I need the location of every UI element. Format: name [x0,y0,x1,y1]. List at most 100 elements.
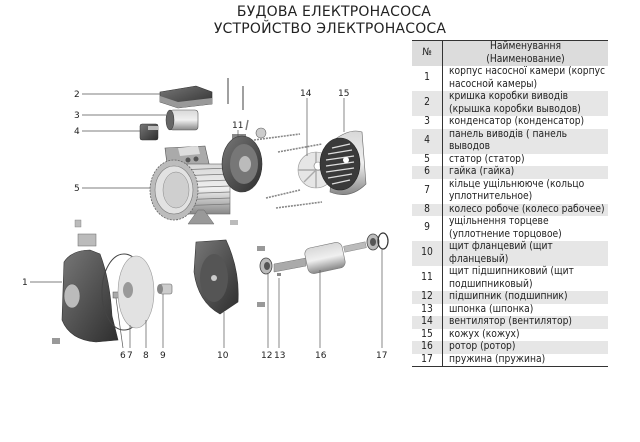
part-number-cell: 1 [412,66,443,91]
mechanical-seal-part [157,283,173,295]
part-name-cell: кожух (кожух) [449,328,520,340]
part-label-7: 7 [127,351,133,361]
exploded-pump-diagram: 2 3 4 5 [22,78,389,361]
terminal-box-cover-part [159,85,213,109]
part-number-cell: 13 [412,303,443,316]
table-row: 3 конденсатор (конденсатор) [412,116,608,129]
part-name-cell: підшипник (подшипник) [449,291,568,302]
screw-part [230,220,238,225]
capacitor-part [165,109,199,131]
part-number-cell: 14 [412,316,443,329]
part-name-cell: ротор (ротор) [449,341,516,352]
part-number-cell: 2 [412,91,443,116]
table-row: 6 гайка (гайка) [412,166,608,179]
part-label-14: 14 [300,89,312,99]
leader-lines-6-9 [115,294,164,349]
table-row: 12 підшипник (подшипник) [412,291,608,304]
table-row: 14 вентилятор (вентилятор) [412,316,608,329]
part-number-cell: 16 [412,341,443,354]
part-label-6: 6 [120,351,126,361]
part-label-16: 16 [315,351,327,361]
flange-shield-part [193,239,239,315]
part-number-cell: 3 [412,116,443,129]
table-header-row: № Найменування (Наименование) [412,40,609,67]
part-name-cell: колесо робоче (колесо рабочее) [449,203,605,215]
part-name-cell: пружина (пружина) [449,353,546,365]
table-row: 15 кожух (кожух) [412,328,608,341]
title-russian: УСТРОЙСТВО ЭЛЕКТРОНАСОСА [213,21,447,37]
part-name-cell: конденсатор (конденсатор) [449,116,585,127]
table-row: 13 шпонка (шпонка) [412,303,608,316]
screw-part [257,246,265,251]
table-row: 5 статор (статор) [412,153,608,166]
part-name-cell: шпонка (шпонка) [449,303,534,315]
part-name-cell: кришка коробки виводів (крышка коробки в… [449,91,581,115]
column-header-name-ukr: Найменування [490,41,561,52]
part-label-5: 5 [74,184,80,194]
part-label-11: 11 [232,121,243,131]
part-number-cell: 9 [412,216,443,241]
part-number-cell: 10 [412,241,443,266]
part-name-cell: панель виводів ( панель выводов [449,128,567,153]
fan-cover-part [319,130,367,195]
part-name-cell: щит підшипниковий (щит подшипниковый) [449,266,574,290]
screw-part [257,302,265,307]
table-row: 8 колесо робоче (колесо рабочее) [412,203,608,216]
part-number-cell: 11 [412,266,443,291]
rotor-part [273,241,367,274]
part-number-cell: 8 [412,203,443,216]
part-name-cell: корпус насосної камери (корпус насосной … [449,66,606,90]
part-label-17: 17 [376,351,387,361]
key-part [277,273,281,276]
part-name-cell: ущільнення торцеве (уплотнение торцовое) [449,216,562,240]
deflector-part [187,209,215,225]
part-number-cell: 6 [412,166,443,179]
part-name-cell: щит фланцевий (щит фланцевый) [449,241,553,265]
part-number-cell: 15 [412,328,443,341]
part-label-2: 2 [74,90,80,100]
part-number-cell: 17 [412,353,443,367]
part-label-8: 8 [143,351,149,361]
part-number-cell: 5 [412,153,443,166]
pump-casing-part [52,219,119,344]
part-name-cell: гайка (гайка) [449,166,515,177]
column-header-number: № [412,40,443,66]
part-label-9: 9 [160,351,166,361]
part-label-12: 12 [261,351,272,361]
screws-group [227,78,249,131]
part-name-cell: статор (статор) [449,153,525,165]
stator-housing-part [149,145,231,221]
part-number-cell: 12 [412,291,443,304]
part-number-cell: 4 [412,128,443,154]
part-label-15: 15 [338,89,349,99]
terminal-panel-part [139,123,159,141]
part-label-3: 3 [74,111,80,121]
part-label-4: 4 [74,127,80,137]
part-name-cell: кільце ущільнююче (кольцо уплотнительное… [449,178,585,203]
part-label-10: 10 [217,351,229,361]
tie-rods [253,133,323,209]
column-header-name-rus: (Наименование) [486,53,565,65]
impeller-part [117,255,155,329]
column-header-name: Найменування (Наименование) [443,41,609,67]
part-label-1: 1 [22,278,28,288]
bearing-part-rear [366,233,380,251]
bearing-part [259,257,273,275]
part-number-cell: 7 [412,178,443,204]
title-ukrainian: БУДОВА ЕЛЕКТРОНАСОСА [236,4,432,20]
part-label-13: 13 [274,351,285,361]
spring-washer-part [377,232,389,250]
bearing-shield-part [221,135,263,193]
table-row: 17 пружина (пружина) [412,353,608,367]
part-name-cell: вентилятор (вентилятор) [449,316,572,327]
table-row: 16 ротор (ротор) [412,341,608,354]
